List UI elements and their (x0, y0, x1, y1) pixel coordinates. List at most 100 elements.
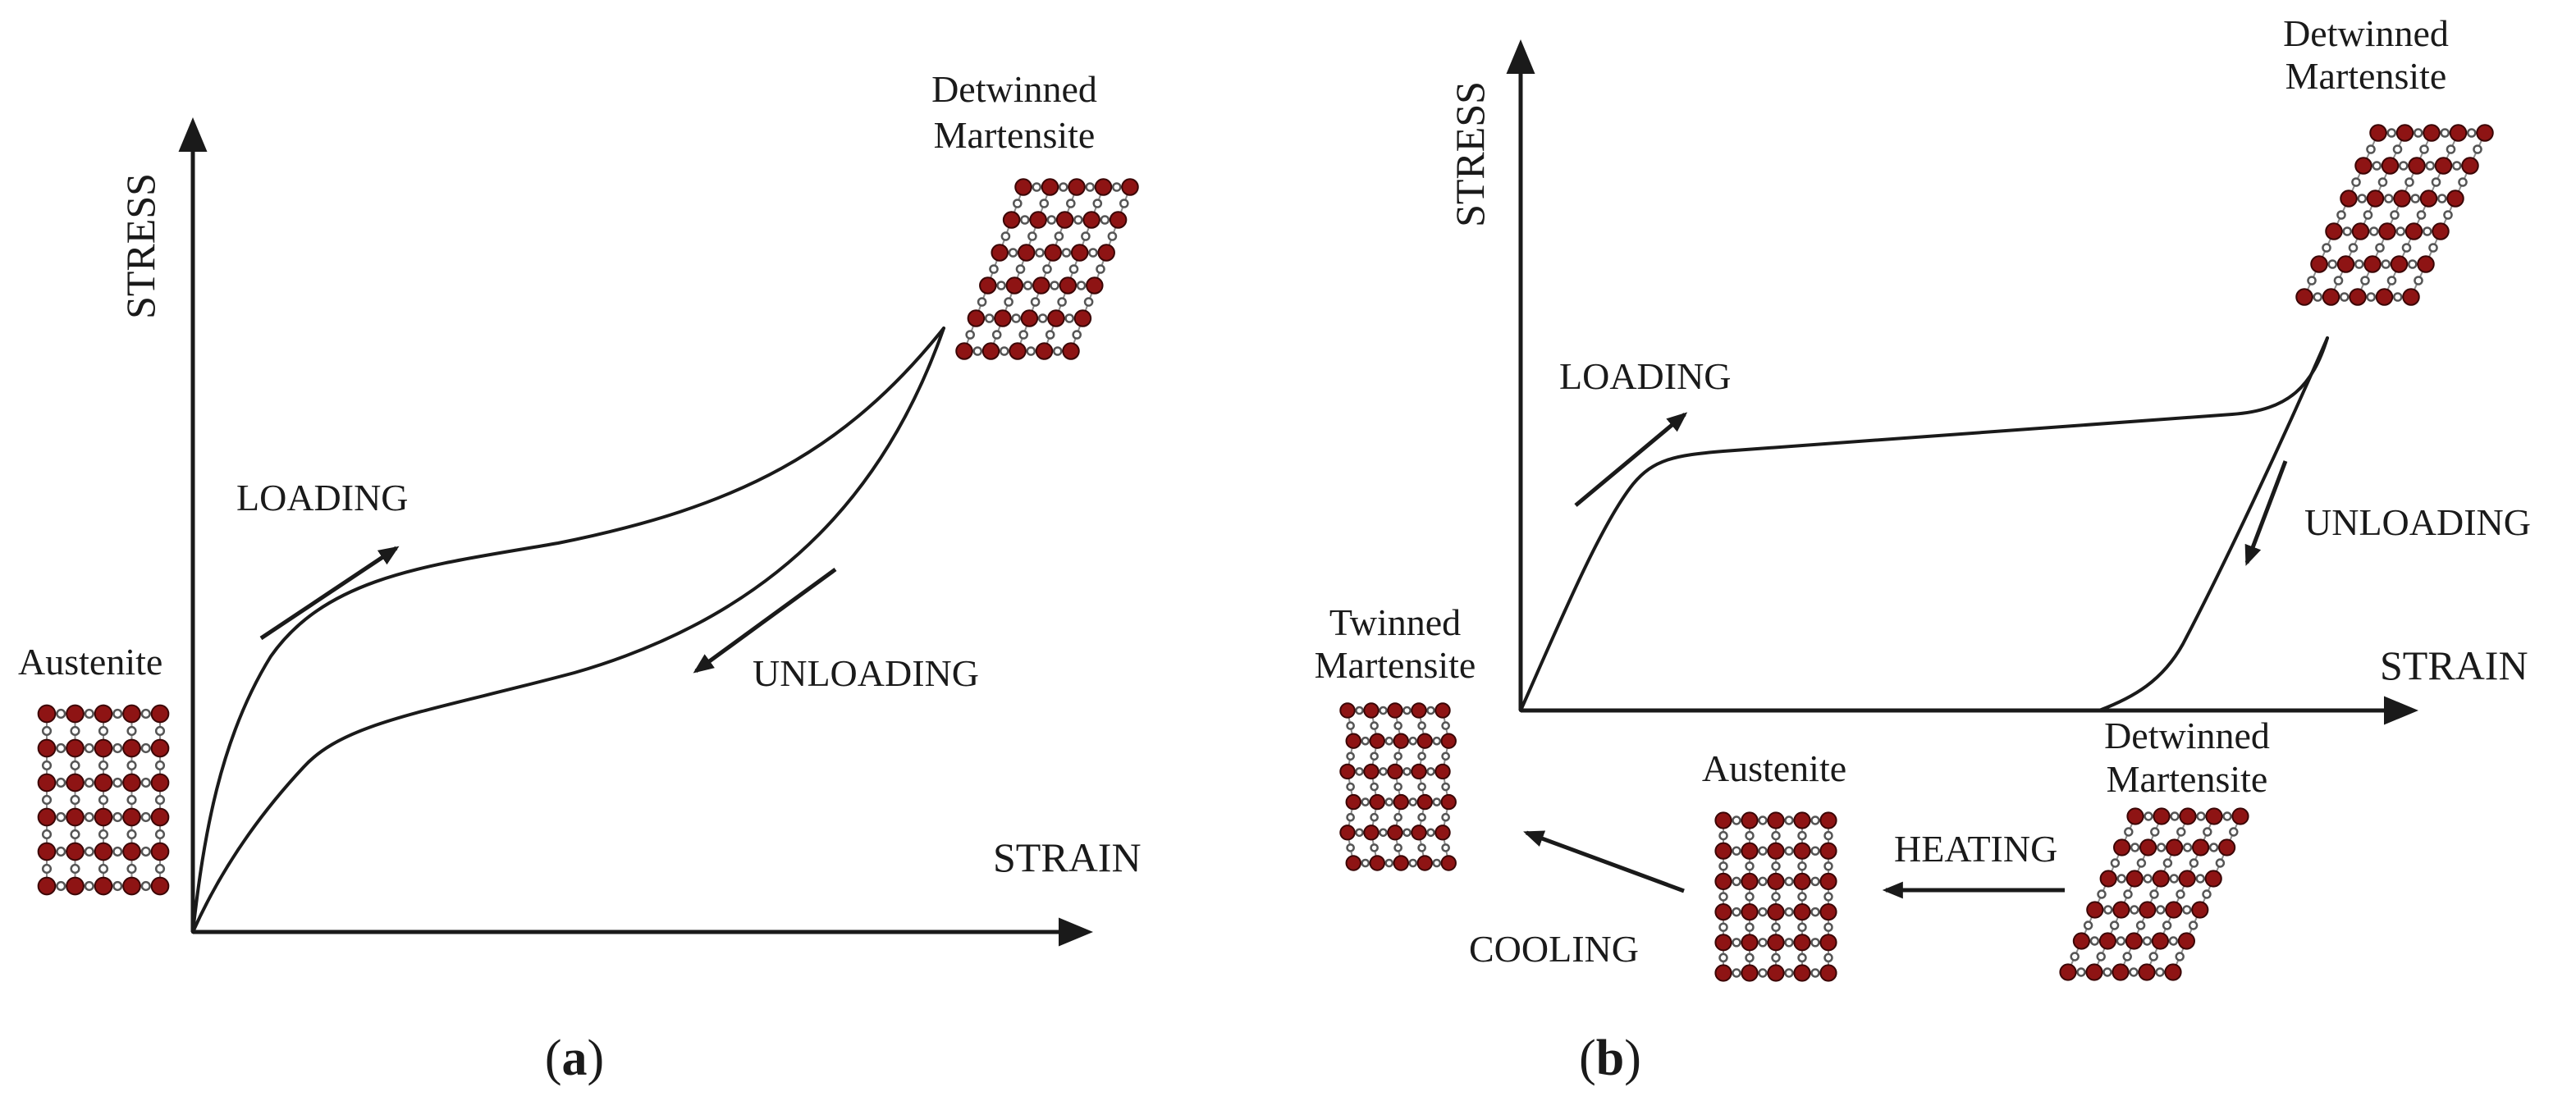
lattice-atom-small (2410, 194, 2421, 203)
lattice-atom-small (1745, 922, 1755, 932)
lattice-atom-large (1062, 342, 1080, 360)
lattice-atom-large (2139, 838, 2157, 856)
lattice-atom-small (1402, 767, 1412, 776)
lattice-atom-large (2419, 190, 2438, 208)
detwinned-lattice-b-top (2295, 124, 2494, 306)
lattice-atom-large (1793, 964, 1811, 982)
y-axis-label-a: STRESS (117, 173, 163, 319)
lattice-atom-large (2375, 288, 2394, 306)
lattice-atom-small (2110, 858, 2121, 868)
lattice-atom-small (984, 313, 995, 323)
lattice-atom-small (1370, 721, 1379, 730)
lattice-atom-small (1379, 706, 1388, 715)
lattice-atom-small (1011, 313, 1021, 323)
lattice-atom-small (1384, 736, 1394, 746)
lattice-atom-large (1035, 342, 1054, 360)
lattice-atom-small (2431, 177, 2441, 187)
lattice-atom-small (41, 794, 53, 806)
detwinned-top-label-1: Detwinned (2283, 12, 2449, 54)
lattice-atom-large (2059, 963, 2077, 981)
lattice-atom-large (94, 807, 113, 827)
lattice-atom-large (967, 309, 986, 327)
detwinned-lattice-a (955, 178, 1139, 360)
lattice-atom-small (2446, 144, 2456, 154)
lattice-atom-large (1369, 793, 1385, 811)
lattice-atom-small (1402, 706, 1412, 715)
lattice-atom-large (1767, 842, 1785, 860)
lattice-atom-large (2434, 157, 2453, 175)
lattice-atom-small (1810, 938, 1820, 948)
lattice-atom-large (1014, 178, 1032, 196)
lattice-atom-small (126, 794, 137, 806)
lattice-atom-small (996, 281, 1006, 290)
lattice-atom-small (1771, 892, 1781, 902)
lattice-atom-small (1032, 182, 1042, 192)
lattice-atom-small (2116, 874, 2126, 884)
lattice-atom-small (2440, 128, 2450, 138)
lattice-atom-large (1393, 855, 1409, 871)
lattice-atom-small (84, 742, 94, 754)
lattice-atom-large (150, 876, 170, 896)
lattice-atom-large (1793, 934, 1811, 952)
lattice-atom-large (2204, 870, 2222, 888)
lattice-atom-small (84, 811, 94, 823)
lattice-atom-small (2162, 858, 2173, 868)
lattice-atom-large (1819, 934, 1837, 952)
lattice-atom-large (1387, 825, 1403, 841)
lattice-atom-large (122, 842, 141, 861)
lattice-atom-large (66, 738, 85, 758)
lattice-atom-small (1004, 297, 1013, 307)
lattice-atom-small (2182, 905, 2192, 915)
lattice-atom-small (1732, 846, 1741, 856)
lattice-atom-small (112, 708, 123, 719)
lattice-atom-large (2351, 222, 2370, 240)
lattice-atom-large (1416, 733, 1433, 749)
lattice-atom-small (1810, 815, 1820, 825)
lattice-atom-large (1059, 276, 1078, 295)
lattice-atom-large (1714, 811, 1732, 829)
lattice-atom-small (56, 811, 66, 823)
lattice-atom-large (2432, 222, 2450, 240)
lattice-atom-large (66, 773, 85, 793)
lattice-atom-large (1741, 934, 1759, 952)
lattice-atom-small (1020, 215, 1030, 225)
lattice-atom-small (41, 725, 53, 737)
lattice-atom-small (1417, 843, 1426, 852)
lattice-atom-small (2392, 144, 2403, 154)
lattice-atom-small (1823, 892, 1833, 902)
lattice-atom-large (2125, 870, 2144, 888)
lattice-atom-small (2333, 276, 2344, 285)
lattice-atom-large (94, 773, 113, 793)
lattice-atom-small (1417, 782, 1426, 792)
lattice-atom-small (2156, 905, 2166, 915)
lattice-atom-large (1393, 733, 1409, 749)
lattice-atom-small (1061, 248, 1072, 258)
lattice-atom-small (2351, 177, 2361, 187)
lattice-atom-small (1718, 830, 1728, 841)
lattice-atom-small (2150, 827, 2160, 837)
lattice-atom-small (84, 846, 94, 857)
lattice-atom-small (1361, 736, 1370, 746)
lattice-atom-small (154, 760, 166, 771)
lattice-atom-large (1339, 825, 1356, 841)
detwinned-bottom-label-1: Detwinned (2104, 715, 2270, 756)
lattice-atom-small (2089, 936, 2100, 946)
loading-curve-b (1519, 336, 2329, 712)
lattice-atom-small (1718, 892, 1728, 902)
lattice-atom-small (2162, 920, 2172, 930)
lattice-atom-small (1058, 182, 1068, 192)
lattice-atom-small (1393, 812, 1402, 822)
lattice-atom-small (2392, 292, 2403, 302)
austenite-label-b: Austenite (1702, 747, 1846, 789)
lattice-atom-large (1345, 855, 1361, 871)
lattice-atom-small (2322, 243, 2331, 253)
lattice-atom-small (2196, 811, 2206, 821)
lattice-atom-large (2378, 222, 2396, 240)
lattice-atom-small (41, 863, 53, 875)
lattice-atom-small (1417, 812, 1426, 822)
lattice-atom-small (2366, 292, 2377, 302)
lattice-atom-small (1018, 330, 1028, 340)
lattice-atom-large (1741, 903, 1759, 921)
lattice-atom-small (112, 742, 123, 754)
lattice-atom-large (2151, 932, 2169, 950)
